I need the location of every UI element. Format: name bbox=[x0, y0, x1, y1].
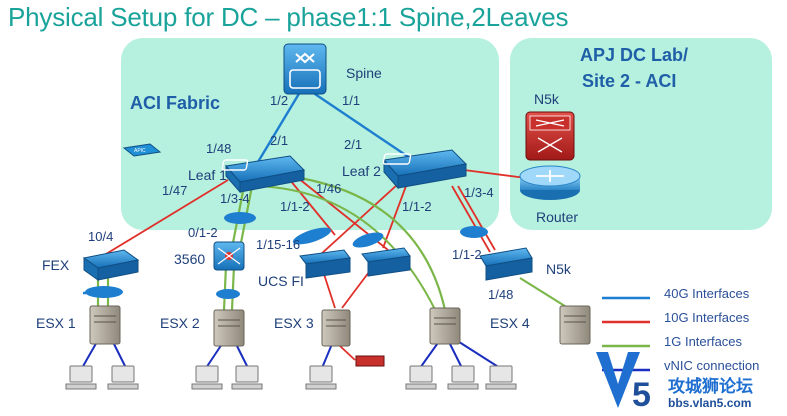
page-title: Physical Setup for DC – phase1:1 Spine,2… bbox=[8, 2, 569, 32]
leaf1-label: Leaf 1 bbox=[188, 167, 227, 183]
port-label: 1/1-2 bbox=[452, 247, 482, 262]
sw3560-label: 3560 bbox=[174, 251, 206, 267]
leaf1-switch[interactable] bbox=[221, 155, 306, 194]
port-label: 1/48 bbox=[488, 287, 514, 302]
watermark-name: 攻城狮论坛 bbox=[668, 377, 753, 396]
apj-label-line1: APJ DC Lab/ bbox=[580, 45, 689, 65]
vm-bases bbox=[65, 383, 517, 390]
esx1-label: ESX 1 bbox=[36, 315, 76, 331]
port-label: 2/1 bbox=[344, 137, 363, 152]
legend-10g: 10G Interfaces bbox=[664, 310, 750, 325]
port-label: 1/46 bbox=[316, 181, 342, 196]
svg-text:5: 5 bbox=[632, 376, 651, 414]
spine-switch[interactable] bbox=[283, 43, 327, 95]
port-label: 1/3-4 bbox=[464, 185, 494, 200]
fex-label: FEX bbox=[42, 257, 70, 273]
svg-text:APIC: APIC bbox=[134, 148, 146, 154]
legend-vnic: vNIC connection bbox=[664, 358, 760, 373]
port-label: 10/4 bbox=[88, 229, 114, 244]
router-label: Router bbox=[536, 209, 579, 225]
port-label: 2/1 bbox=[270, 133, 289, 148]
esx3-label: ESX 3 bbox=[274, 315, 314, 331]
port-label: 1/47 bbox=[162, 183, 188, 198]
apic-icon: APIC bbox=[122, 143, 162, 157]
esx4-label: ESX 4 bbox=[490, 315, 530, 331]
aci-fabric-label: ACI Fabric bbox=[130, 93, 221, 113]
port-label: 1/1-2 bbox=[280, 199, 310, 214]
ucs-fi-label: UCS FI bbox=[258, 273, 304, 289]
vm-monitors bbox=[69, 365, 513, 383]
port-label: 1/3-4 bbox=[220, 191, 250, 206]
esx2-label: ESX 2 bbox=[160, 315, 200, 331]
ucs-fi-switch-b[interactable] bbox=[361, 247, 411, 277]
links-10g bbox=[105, 169, 527, 361]
port-label: 1/48 bbox=[206, 141, 232, 156]
server-details bbox=[94, 315, 586, 327]
links-vnic bbox=[81, 339, 501, 369]
n5k-top-label: N5k bbox=[534, 91, 559, 107]
n5k-top-switch[interactable] bbox=[525, 111, 575, 161]
switch-3560[interactable] bbox=[213, 241, 245, 271]
legend-40g: 40G Interfaces bbox=[664, 286, 750, 301]
port-label: 0/1-2 bbox=[188, 225, 218, 240]
leaf2-switch[interactable] bbox=[382, 149, 468, 190]
leaf2-label: Leaf 2 bbox=[342, 163, 381, 179]
fex-switch[interactable] bbox=[82, 249, 140, 281]
port-channel-ovals bbox=[85, 212, 488, 299]
router[interactable] bbox=[519, 165, 581, 200]
ucs-fi-switch-a[interactable] bbox=[299, 249, 351, 279]
spine-label: Spine bbox=[346, 65, 382, 81]
watermark-url: bbs.vlan5.com bbox=[668, 396, 752, 410]
link-leaf1-esx4 bbox=[255, 185, 441, 321]
port-label: 1/1 bbox=[342, 93, 361, 108]
legend-1g: 1G Interfaces bbox=[664, 334, 743, 349]
n5k-bottom-label: N5k bbox=[546, 261, 571, 277]
port-label: 1/15-16 bbox=[256, 237, 301, 252]
vlan5-logo-icon: 5 bbox=[596, 352, 651, 414]
nic-card-icon bbox=[355, 355, 385, 367]
port-label: 1/2 bbox=[270, 93, 289, 108]
apj-label-line2: Site 2 - ACI bbox=[582, 71, 677, 91]
n5k-bottom-switch[interactable] bbox=[479, 247, 533, 281]
port-label: 1/1-2 bbox=[402, 199, 432, 214]
